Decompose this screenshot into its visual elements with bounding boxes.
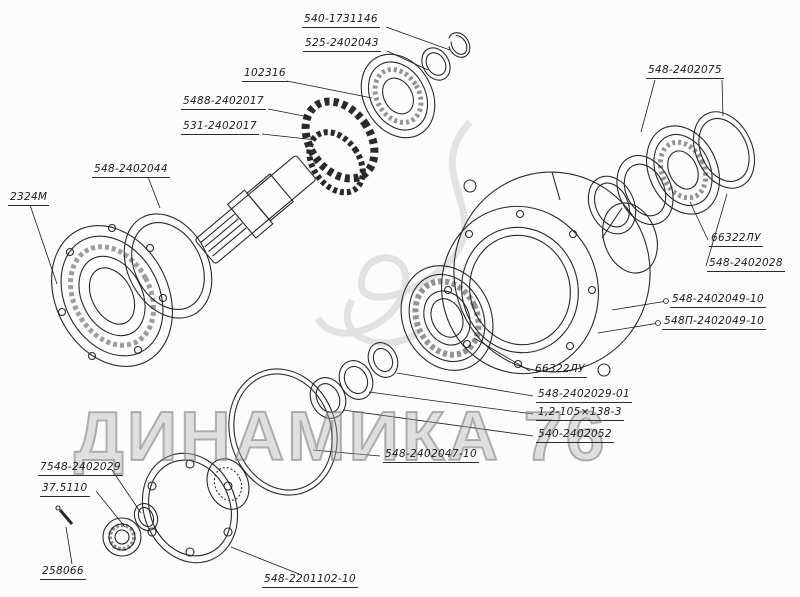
part-label: 2324М	[8, 191, 50, 207]
part-label: 548-2201102-10	[262, 573, 358, 589]
part-label: 66322ЛУ	[533, 363, 587, 379]
flange-bolt-holes	[147, 459, 233, 557]
part-label: 102316	[242, 67, 288, 83]
snap-ring	[447, 32, 471, 58]
part-label: 548-2402049-10	[670, 293, 766, 309]
part-label: 531-2402017	[181, 120, 259, 136]
part-label: 66322ЛУ	[709, 232, 763, 248]
housing-bolt-holes	[443, 209, 597, 369]
part-label: 540-2402052	[536, 428, 614, 444]
small-washer	[133, 502, 159, 532]
pin	[55, 505, 74, 525]
part-label: 5488-2402017	[181, 95, 266, 111]
side-bearing-stack	[587, 111, 756, 235]
part-label: 525-2402043	[303, 37, 381, 53]
part-label: 548-2402075	[646, 64, 724, 80]
differential-bearing	[400, 265, 494, 371]
bearing-cup	[123, 213, 213, 319]
washer-ring	[421, 47, 451, 81]
part-label: 548П-2402049-10	[662, 315, 767, 331]
part-label: 37.5110	[40, 482, 90, 498]
leader-lines	[29, 26, 728, 575]
part-label: 548-2402047-10	[383, 448, 479, 464]
part-label: 1,2-105×138-3	[536, 406, 624, 422]
part-label: 548-2402044	[92, 163, 170, 179]
inner-pinion-bearing	[51, 213, 213, 367]
bevel-gear	[301, 97, 379, 196]
shim-stack	[309, 342, 399, 419]
differential-housing	[441, 171, 658, 377]
part-label: 548-2402029-01	[536, 388, 632, 404]
part-label: 540-1731146	[302, 13, 380, 29]
part-label: 258066	[40, 565, 86, 581]
bolt-holes	[57, 223, 168, 361]
part-label: 7548-2402029	[38, 461, 123, 477]
gasket-ring	[228, 368, 338, 496]
pilot-bearing	[102, 517, 142, 557]
part-label: 548-2402028	[707, 257, 785, 273]
pinion-shaft	[195, 97, 379, 264]
